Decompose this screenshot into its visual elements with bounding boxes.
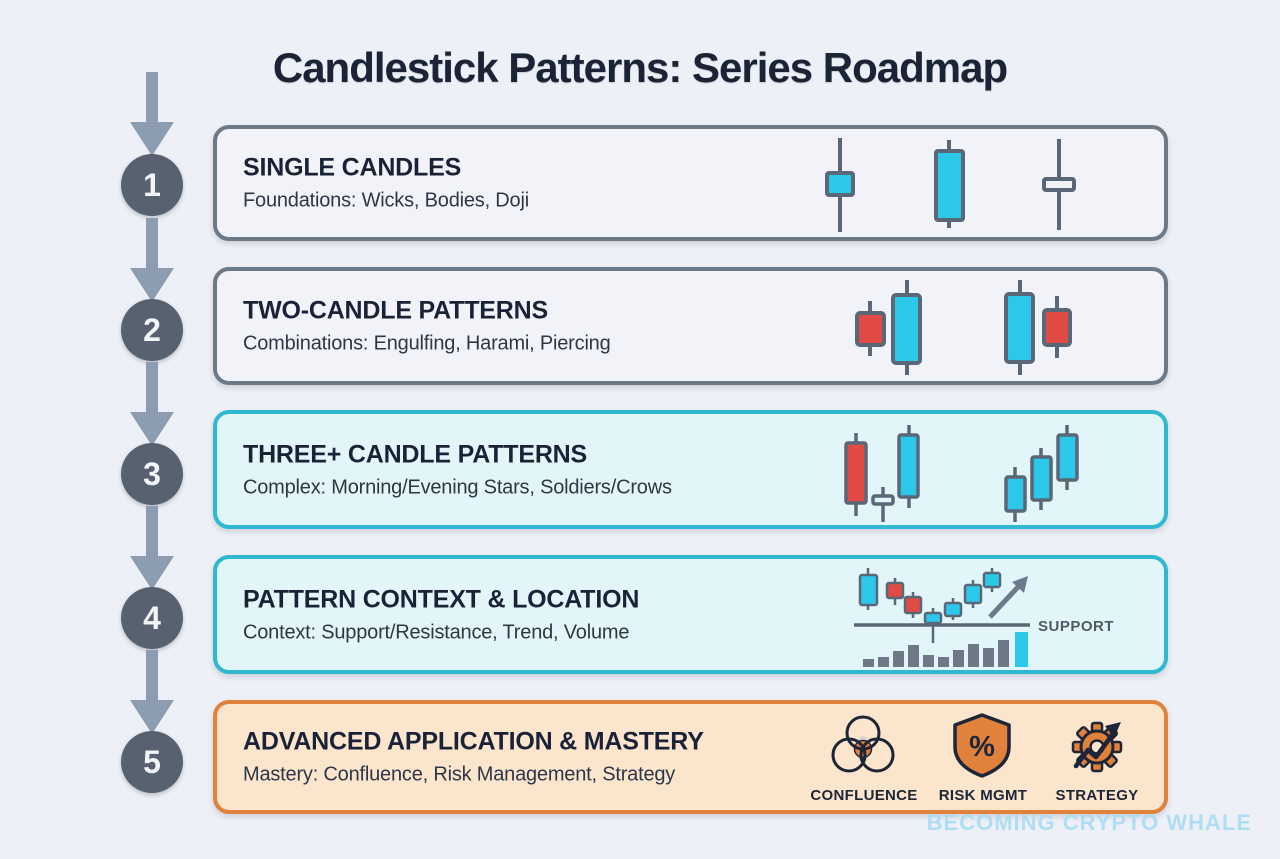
card-pattern-context: PATTERN CONTEXT & LOCATION Context: Supp… <box>213 555 1168 674</box>
flow-down-arrow <box>130 72 174 156</box>
card-title: ADVANCED APPLICATION & MASTERY <box>243 727 704 756</box>
card-title: PATTERN CONTEXT & LOCATION <box>243 585 640 613</box>
three-soldiers-icon <box>1004 425 1079 522</box>
page-title: Candlestick Patterns: Series Roadmap <box>272 44 1008 91</box>
card-three-candle-patterns: THREE+ CANDLE PATTERNS Complex: Morning/… <box>213 410 1168 529</box>
step-circle-1: 1 <box>121 154 183 216</box>
card-subtitle: Foundations: Wicks, Bodies, Doji <box>243 189 529 212</box>
step-number: 4 <box>143 599 161 636</box>
three-candle-illustration <box>844 425 1079 522</box>
confluence-label: CONFLUENCE <box>810 787 917 804</box>
card-title: TWO-CANDLE PATTERNS <box>243 296 548 325</box>
card-subtitle: Mastery: Confluence, Risk Management, St… <box>243 763 676 786</box>
flow-down-arrow <box>130 506 174 590</box>
step-number: 3 <box>143 455 161 492</box>
single-candles-illustration <box>825 138 1076 232</box>
card-title: SINGLE CANDLES <box>243 153 462 182</box>
card-subtitle: Complex: Morning/Evening Stars, Soldiers… <box>243 476 672 498</box>
two-candle-illustration <box>855 280 1072 375</box>
card-text-block: PATTERN CONTEXT & LOCATION Context: Supp… <box>243 585 639 644</box>
mastery-icons-illustration: CONFLUENCE % RISK MGMT <box>810 713 1139 804</box>
bullish-candle-icon <box>825 138 855 232</box>
card-two-candle-patterns: TWO-CANDLE PATTERNS Combinations: Engulf… <box>213 267 1168 385</box>
card-text-block: ADVANCED APPLICATION & MASTERY Mastery: … <box>243 728 704 787</box>
card-text-block: TWO-CANDLE PATTERNS Combinations: Engulf… <box>243 297 611 356</box>
trend-arrow-icon <box>988 576 1028 619</box>
support-label: SUPPORT <box>1038 618 1114 635</box>
card-subtitle: Combinations: Engulfing, Harami, Piercin… <box>243 332 611 355</box>
tall-bullish-candle-icon <box>934 140 965 228</box>
mini-candles <box>858 568 1002 643</box>
card-text-block: THREE+ CANDLE PATTERNS Complex: Morning/… <box>243 440 672 499</box>
step-number: 5 <box>143 743 161 780</box>
flow-down-arrow <box>130 362 174 446</box>
flow-down-arrow <box>130 650 174 734</box>
step-number: 1 <box>143 166 161 203</box>
morning-star-icon <box>844 425 920 522</box>
strategy-label: STRATEGY <box>1056 787 1139 804</box>
volume-bars <box>863 632 1028 667</box>
step-circle-4: 4 <box>121 587 183 649</box>
step-circle-3: 3 <box>121 443 183 505</box>
svg-text:%: % <box>969 731 995 763</box>
step-circle-5: 5 <box>121 731 183 793</box>
card-single-candles: SINGLE CANDLES Foundations: Wicks, Bodie… <box>213 125 1168 241</box>
card-subtitle: Context: Support/Resistance, Trend, Volu… <box>243 621 630 643</box>
harami-icon <box>1004 280 1072 375</box>
support-chart-illustration: SUPPORT <box>854 568 1114 667</box>
strategy-gear-icon <box>1071 721 1123 773</box>
confluence-venn-icon <box>831 715 895 773</box>
flow-down-arrow <box>130 218 174 302</box>
watermark: BECOMING CRYPTO WHALE <box>926 810 1252 835</box>
doji-candle-icon <box>1042 139 1076 230</box>
bullish-engulfing-icon <box>855 280 922 375</box>
risk-mgmt-label: RISK MGMT <box>939 787 1028 804</box>
risk-shield-icon: % <box>953 713 1011 778</box>
card-title: THREE+ CANDLE PATTERNS <box>243 440 588 468</box>
step-circle-2: 2 <box>121 299 183 361</box>
card-text-block: SINGLE CANDLES Foundations: Wicks, Bodie… <box>243 154 529 213</box>
card-advanced-mastery: ADVANCED APPLICATION & MASTERY Mastery: … <box>213 700 1168 814</box>
step-number: 2 <box>143 311 161 348</box>
